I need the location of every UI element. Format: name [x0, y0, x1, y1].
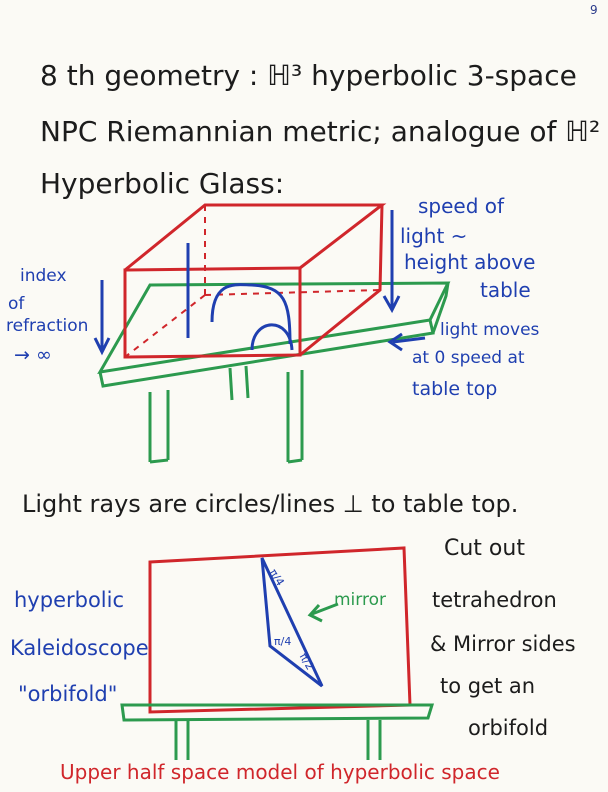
cut-out-line-3: & Mirror sides [430, 632, 576, 656]
kaleidoscope-table [120, 703, 435, 760]
cut-out-line-4: to get an [440, 674, 536, 698]
rays-sentence: Light rays are circles/lines ⊥ to table … [22, 490, 519, 518]
cut-out-line-1: Cut out [444, 536, 525, 561]
glass-box [123, 203, 387, 359]
index-label-line-3: refraction [6, 316, 89, 336]
kaleidoscope-label-line-3: "orbifold" [18, 682, 118, 706]
index-label-line-4: → ∞ [14, 344, 52, 366]
index-label-line-1: index [20, 266, 67, 286]
mirror-arrow [307, 602, 339, 623]
face-label-2: π/4 [274, 635, 292, 648]
cut-out-line-2: tetrahedron [432, 588, 557, 612]
heading-line-3: Hyperbolic Glass: [40, 167, 285, 200]
table-top-pointer [387, 332, 426, 352]
speed-label-line-4: table [480, 278, 531, 302]
speed-label-line-1: speed of [418, 194, 505, 218]
light-rays [186, 243, 294, 351]
speed-label-line-3: height above [404, 250, 536, 274]
speed-arrow [382, 210, 401, 314]
mirror-label: mirror [334, 590, 386, 610]
kaleidoscope-label-line-1: hyperbolic [14, 588, 125, 612]
table-top [97, 281, 451, 388]
footer-caption: Upper half space model of hyperbolic spa… [60, 760, 500, 784]
kaleidoscope-label-line-2: Kaleidoscope [10, 636, 149, 660]
heading-line-2: NPC Riemannian metric; analogue of ℍ² [40, 115, 601, 148]
table-legs [148, 365, 304, 464]
cut-out-line-5: orbifold [468, 716, 549, 740]
table-top-label-line-1: light moves [440, 320, 540, 340]
index-label-line-2: of [8, 294, 25, 314]
table-top-label-line-3: table top [412, 378, 498, 400]
page-number: 9 [590, 3, 598, 17]
heading-line-1: 8 th geometry : ℍ³ hyperbolic 3-space [40, 59, 577, 92]
speed-label-line-2: light ~ [400, 224, 468, 248]
table-top-label-line-2: at 0 speed at [412, 348, 525, 368]
tetrahedron [260, 557, 324, 688]
index-arrow [93, 280, 111, 356]
